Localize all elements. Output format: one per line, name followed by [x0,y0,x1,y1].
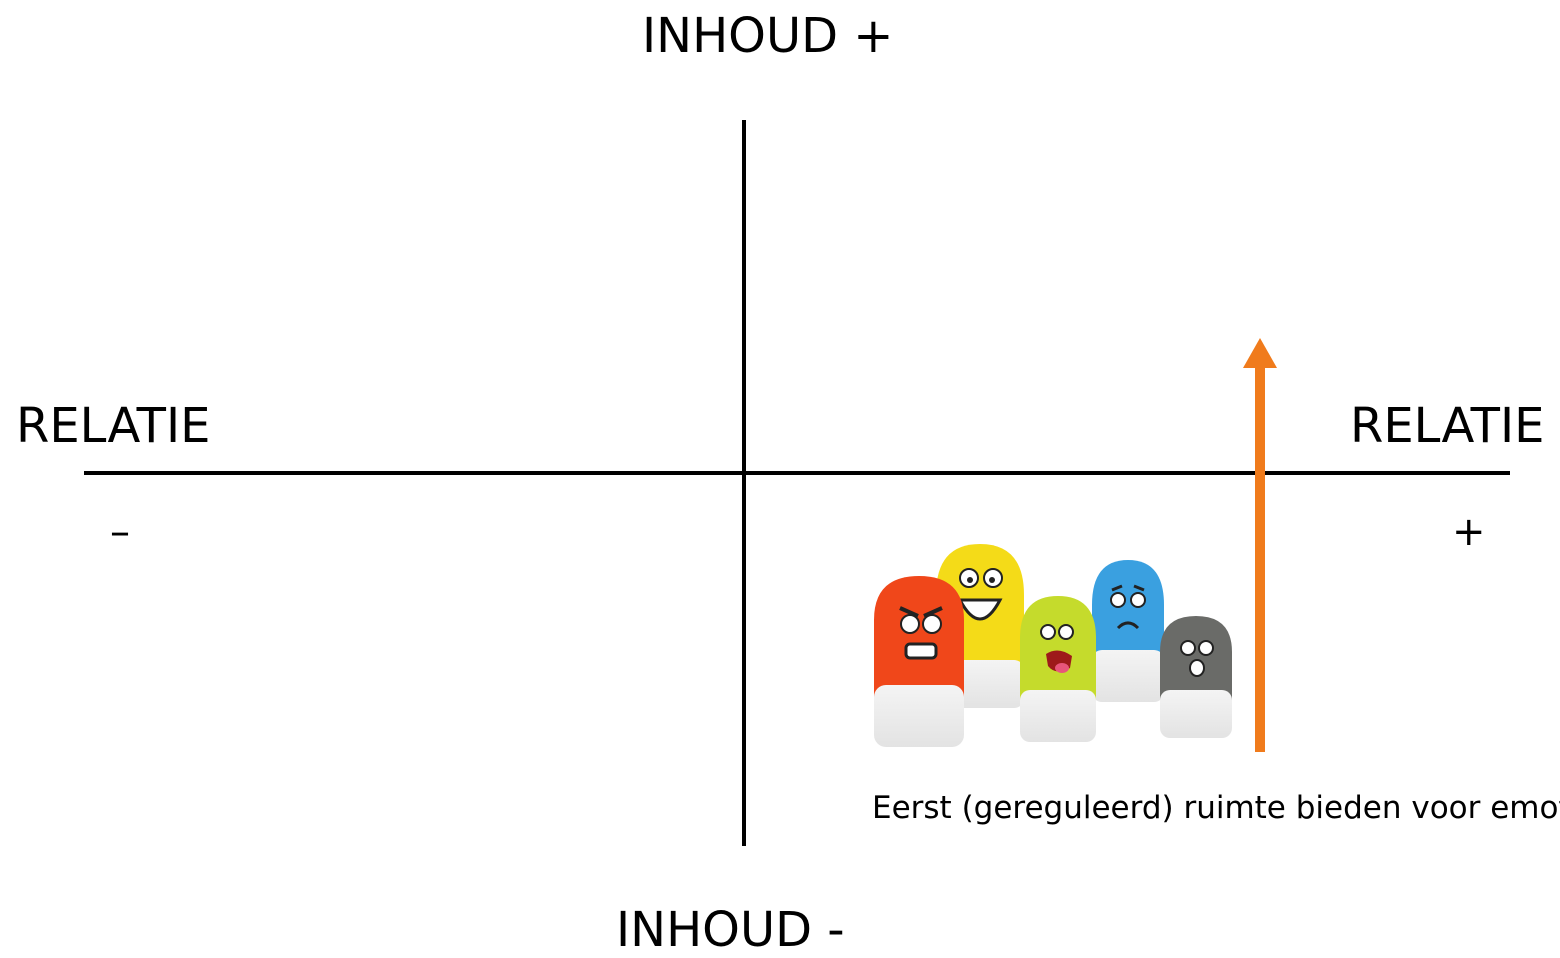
grey-scared-figure [1160,616,1232,738]
axis-sign-minus: – [110,509,130,555]
horizontal-axis [84,471,1510,475]
arrow-head [1243,338,1277,368]
axis-label-bottom: INHOUD - [616,902,845,958]
vertical-axis [742,120,746,846]
arrow-shaft [1255,366,1265,752]
axis-sign-plus: + [1452,509,1486,555]
axis-label-top: INHOUD + [642,8,894,64]
red-angry-figure [874,576,964,747]
caption-text: Eerst (gereguleerd) ruimte bieden voor e… [872,790,1560,826]
orange-arrow-icon [1243,338,1277,752]
lime-disgusted-figure [1020,596,1096,742]
axis-label-right: RELATIE [1350,398,1545,454]
blue-sad-figure [1092,560,1164,702]
emotion-figurines-image [874,544,1232,747]
axis-label-left: RELATIE [16,398,211,454]
